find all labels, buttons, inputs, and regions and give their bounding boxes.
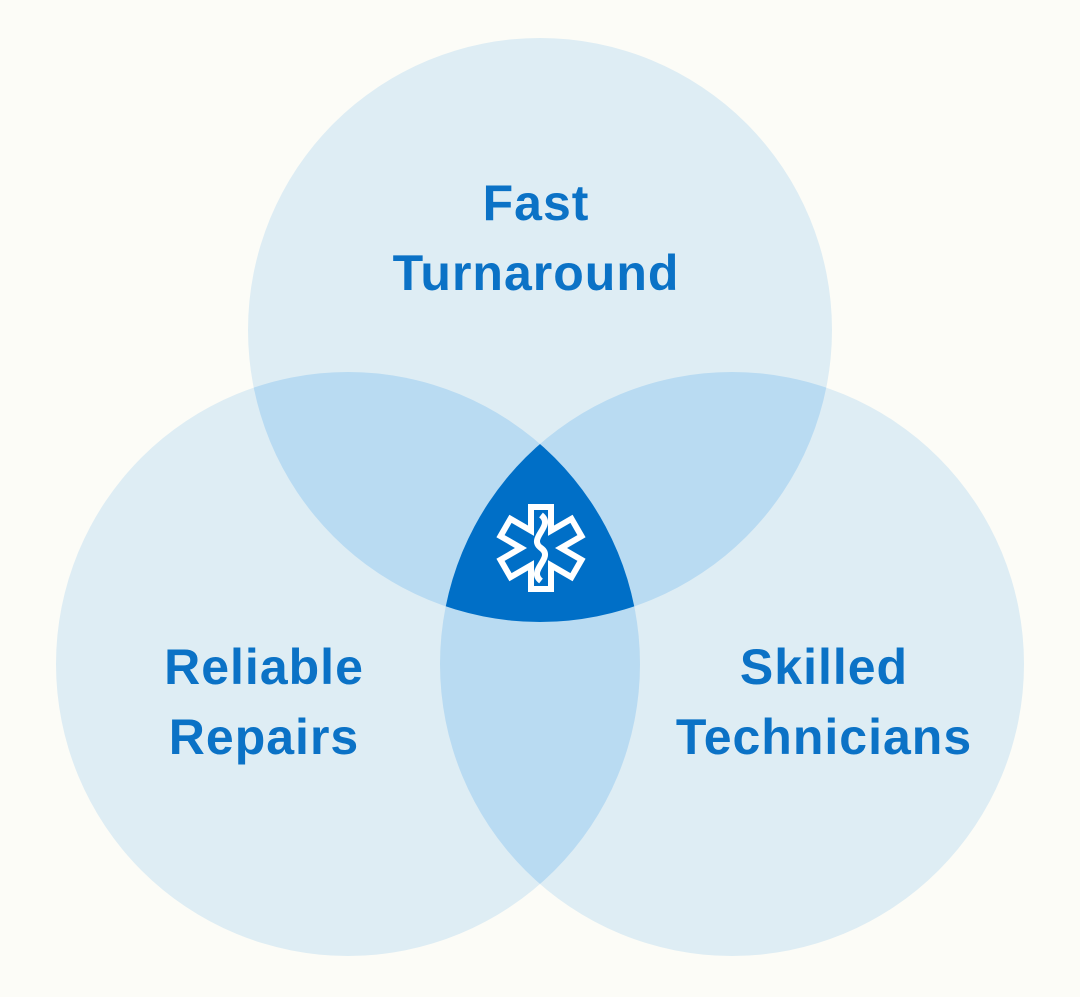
star-of-life-icon [496, 504, 586, 592]
center-overlap [440, 372, 640, 622]
label-reliable: Reliable [164, 639, 364, 695]
label-fast: Fast [483, 175, 590, 231]
staff-snake-icon [534, 512, 548, 584]
label-skilled: Skilled [740, 639, 908, 695]
label-technicians: Technicians [676, 709, 972, 765]
label-turnaround: Turnaround [393, 245, 680, 301]
label-repairs: Repairs [169, 709, 359, 765]
